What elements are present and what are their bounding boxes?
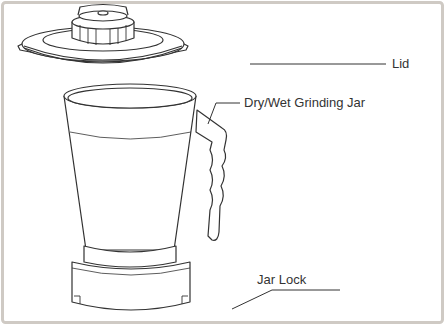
lid-drawing [18, 5, 188, 64]
frame [3, 3, 443, 323]
leader-lines [208, 64, 386, 309]
lid-leader [250, 64, 386, 65]
jar-leader [208, 103, 240, 124]
part-label: Jar Lock [256, 272, 307, 288]
jar-drawing [64, 84, 227, 310]
lock-leader [232, 290, 340, 309]
part-label: Dry/Wet Grinding Jar [243, 95, 366, 111]
part-label: Lid [391, 56, 410, 72]
